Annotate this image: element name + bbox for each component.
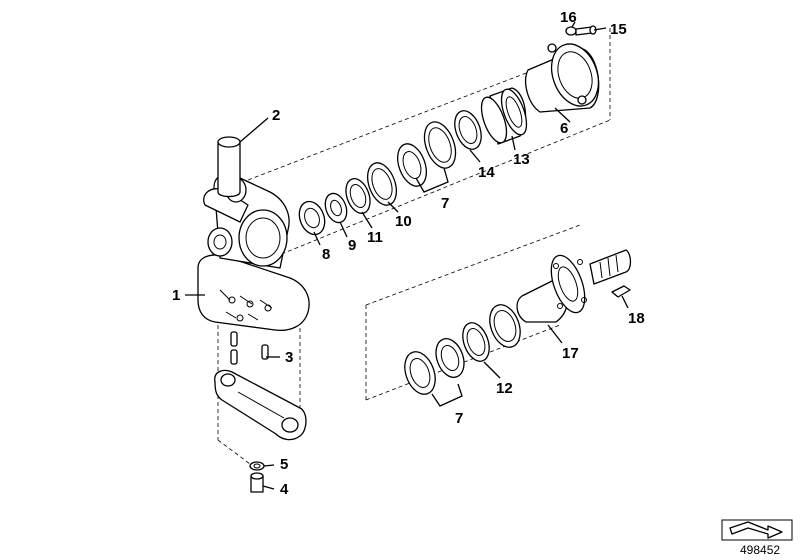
callout-13: 13 <box>513 151 530 168</box>
callout-16: 16 <box>560 9 577 26</box>
callout-11: 11 <box>367 229 383 246</box>
leader-lines <box>185 21 629 490</box>
output-cover <box>525 43 600 113</box>
lower-bearing-set <box>404 304 521 395</box>
callout-17: 17 <box>562 345 579 362</box>
callout-3: 3 <box>285 349 293 366</box>
callout-5: 5 <box>280 456 288 473</box>
final-drive-housing <box>197 173 310 332</box>
callout-18: 18 <box>628 310 645 327</box>
callout-labels: 2 1 3 4 5 6 7 7 8 9 10 11 12 13 14 15 16… <box>172 9 645 498</box>
callout-1: 1 <box>172 287 180 304</box>
callout-2: 2 <box>272 107 280 124</box>
breather-pipe <box>217 136 241 198</box>
callout-9: 9 <box>348 237 356 254</box>
cover-screw <box>565 25 597 36</box>
reference-number: 498452 <box>740 543 780 557</box>
callout-15: 15 <box>610 21 627 38</box>
mounting-bracket <box>214 369 307 441</box>
callout-4: 4 <box>280 481 289 498</box>
arrow-symbol-icon <box>721 519 793 541</box>
dowel-pins <box>230 331 269 365</box>
callout-6: 6 <box>560 120 568 137</box>
wheel-shaft <box>516 249 632 323</box>
upper-bearing-set <box>298 87 528 236</box>
callout-8: 8 <box>322 246 330 263</box>
callout-10: 10 <box>395 213 412 230</box>
callout-14: 14 <box>478 164 495 181</box>
bolt-and-washer <box>249 461 265 493</box>
callout-7-upper: 7 <box>441 195 449 212</box>
callout-7-lower: 7 <box>455 410 463 427</box>
callout-12: 12 <box>496 380 513 397</box>
